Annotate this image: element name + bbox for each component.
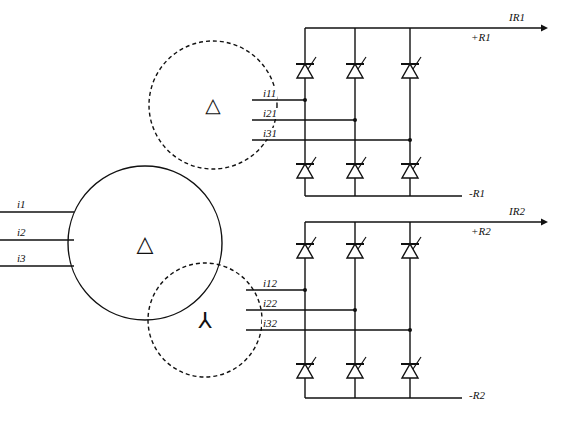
ac-wire <box>252 139 410 140</box>
thyristor-symbol <box>401 237 421 258</box>
thyristor-symbol <box>401 57 421 78</box>
junction-dot <box>408 328 412 332</box>
thyristor-symbol <box>346 157 366 178</box>
ac-wire <box>252 119 355 120</box>
junction-dot <box>353 118 357 122</box>
ac-wire <box>246 309 355 310</box>
circle-line <box>149 41 277 169</box>
current-label: i32 <box>262 318 278 329</box>
ac-wire <box>246 289 305 290</box>
junction-dot <box>303 98 307 102</box>
thyristor-symbol <box>296 357 316 378</box>
thyristor-symbol <box>401 357 421 378</box>
winding-circle: △ <box>67 165 223 321</box>
thyristor-gate <box>358 57 366 69</box>
circle-line <box>68 166 222 320</box>
thyristor-symbol <box>346 357 366 378</box>
thyristor-gate <box>308 157 316 169</box>
junction-dot <box>408 138 412 142</box>
terminal-label: -R1 <box>468 188 486 199</box>
junction-dot <box>303 288 307 292</box>
current-label: IR2 <box>508 206 526 217</box>
current-label: i12 <box>262 278 278 289</box>
thyristor-gate <box>358 237 366 249</box>
thyristor-symbol <box>346 237 366 258</box>
winding-symbol: △ <box>205 93 220 117</box>
thyristor-gate <box>413 357 421 369</box>
terminal-label: -R2 <box>468 390 486 401</box>
current-label: i1 <box>16 199 27 210</box>
thyristor-gate <box>308 237 316 249</box>
dc-rail <box>305 27 546 28</box>
winding-circle: ⅄ <box>147 262 263 378</box>
thyristor-symbol <box>401 157 421 178</box>
thyristor-gate <box>308 57 316 69</box>
current-label: IR1 <box>508 12 526 23</box>
dc-rail <box>305 397 462 398</box>
ac-wire <box>252 99 305 100</box>
circle-line <box>148 263 262 377</box>
thyristor-gate <box>358 157 366 169</box>
arrow-head <box>541 219 548 226</box>
thyristor-gate <box>413 237 421 249</box>
thyristor-gate <box>413 157 421 169</box>
thyristor-gate <box>413 57 421 69</box>
thyristor-gate <box>358 357 366 369</box>
winding-circle: △ <box>148 40 278 170</box>
current-label: i3 <box>16 253 27 264</box>
terminal-label: +R1 <box>470 32 492 43</box>
dc-rail <box>305 221 546 222</box>
current-label: i22 <box>262 298 278 309</box>
junction-dot <box>353 308 357 312</box>
winding-symbol: ⅄ <box>198 308 211 333</box>
arrow-head <box>541 25 548 32</box>
thyristor-symbol <box>346 57 366 78</box>
terminal-label: +R2 <box>470 226 492 237</box>
current-label: i31 <box>262 128 278 139</box>
thyristor-symbol <box>296 57 316 78</box>
thyristor-symbol <box>296 157 316 178</box>
current-label: i21 <box>262 108 278 119</box>
dc-rail <box>305 195 462 196</box>
input-line <box>0 239 74 240</box>
thyristor-gate <box>308 357 316 369</box>
current-label: i2 <box>16 227 27 238</box>
current-label: i11 <box>262 88 277 99</box>
winding-symbol: △ <box>137 231 154 256</box>
ac-wire <box>246 329 410 330</box>
input-line <box>0 265 74 266</box>
thyristor-symbol <box>296 237 316 258</box>
input-line <box>0 211 74 212</box>
